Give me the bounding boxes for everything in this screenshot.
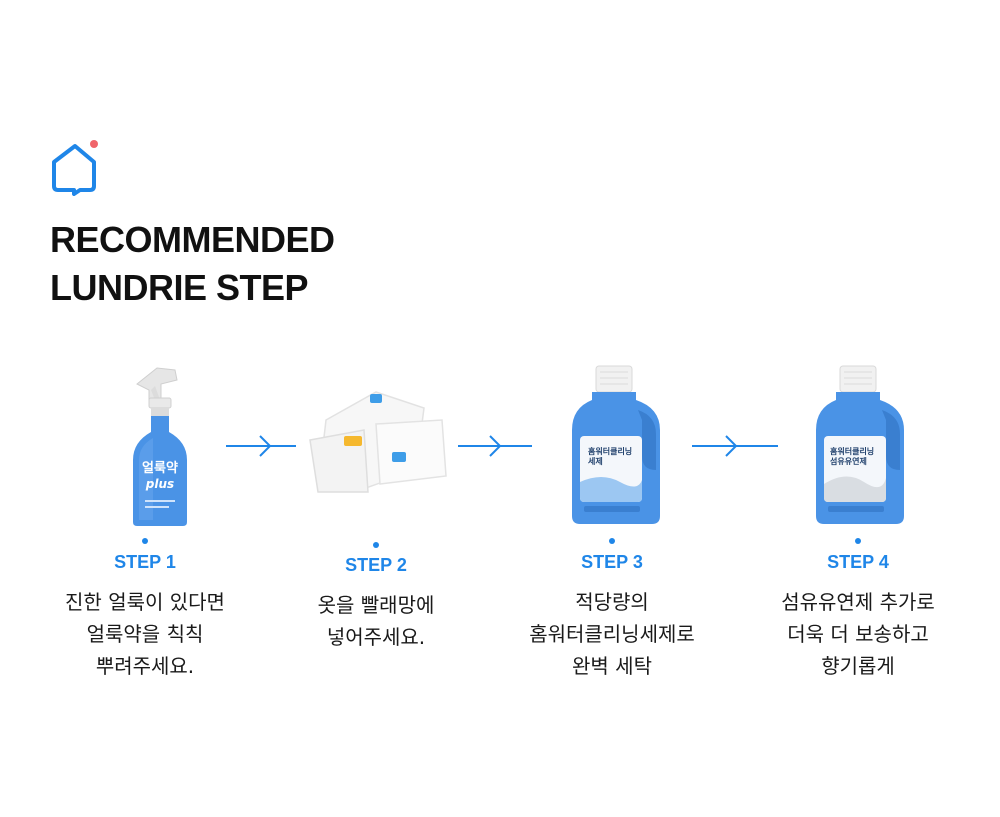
step-1-description: 진한 얼룩이 있다면 얼룩약을 칙칙 뿌려주세요. [65,590,225,678]
step-3-label: STEP 3 [581,552,643,572]
title-line-2: LUNDRIE STEP [50,267,309,308]
step-3-dot [609,538,615,544]
bottle-label-sub: plus [145,477,174,491]
arrow-right-icon [458,435,532,457]
bottle-label-text: 홈워터클리닝 [830,446,874,456]
step-4-label: STEP 4 [827,552,889,572]
bottle-label-sub: 섬유유연제 [830,456,867,466]
step-2-description: 옷을 빨래망에 넣어주세요. [317,593,435,649]
page-title: RECOMMENDED LUNDRIE STEP [50,216,335,312]
step-3-description: 적당량의 홈워터클리닝세제로 완벽 세탁 [529,590,695,678]
step-1-label: STEP 1 [114,552,176,572]
title-line-1: RECOMMENDED [50,219,335,260]
step-2-dot [373,542,379,548]
bottle-label-text: 얼룩약 [142,460,178,476]
laundry-net-bags [309,391,447,493]
detergent-bottle: 홈워터클리닝 세제 [572,365,660,524]
bottle-label-text: 홈워터클리닝 [588,446,632,456]
arrow-right-icon [692,435,778,457]
stain-remover-spray-bottle: 얼룩약 plus [133,367,187,526]
step-4-description: 섬유유연제 추가로 더욱 더 보송하고 향기롭게 [781,590,935,678]
step-4-dot [855,538,861,544]
bottle-label-sub: 세제 [588,456,603,466]
step-1-dot [142,538,148,544]
step-2-label: STEP 2 [345,555,407,575]
arrow-right-icon [226,435,296,457]
fabric-softener-bottle: 홈워터클리닝 섬유유연제 [816,365,904,524]
house-chat-logo-icon [52,140,98,196]
